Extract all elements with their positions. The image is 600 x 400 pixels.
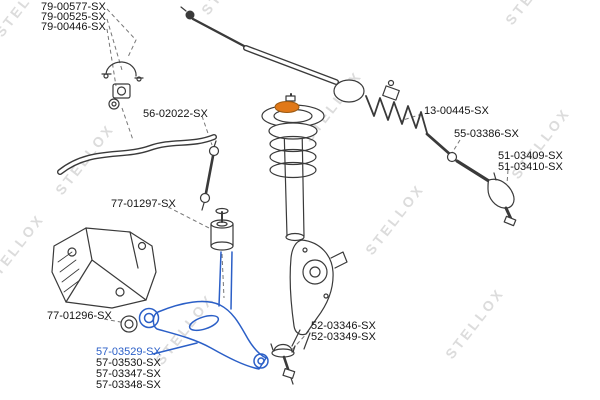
- part-label-55-03386[interactable]: 55-03386-SX: [454, 128, 519, 140]
- part-label-57-03348[interactable]: 57-03348-SX: [96, 379, 161, 391]
- strut-body: [283, 125, 305, 242]
- steering-rack: [180, 6, 400, 103]
- highlight-leader-line: [152, 342, 198, 355]
- strut-top-mount: [261, 93, 325, 128]
- part-label-13-00445[interactable]: 13-00445-SX: [424, 105, 489, 117]
- part-label-52-03346[interactable]: 52-03346-SX: [311, 320, 376, 332]
- stabilizer-bar: [57, 134, 217, 175]
- part-label-57-03529-selected[interactable]: 57-03529-SX: [96, 346, 161, 358]
- steering-knuckle: [289, 239, 348, 350]
- part-label-77-01297[interactable]: 77-01297-SX: [111, 198, 176, 210]
- rear-bushing: [210, 207, 234, 251]
- part-label-51-03409[interactable]: 51-03409-SX: [498, 150, 563, 162]
- part-label-57-03530[interactable]: 57-03530-SX: [96, 357, 161, 369]
- stabilizer-link: [199, 140, 220, 211]
- steering-rack-assembly: [180, 6, 517, 227]
- part-label-51-03410[interactable]: 51-03410-SX: [498, 161, 563, 173]
- part-label-79-00525[interactable]: 79-00525-SX: [41, 11, 106, 23]
- strut-assembly: [261, 93, 348, 350]
- part-label-56-02022[interactable]: 56-02022-SX: [143, 108, 208, 120]
- stabilizer-mount-parts: [101, 61, 144, 110]
- ball-joint: [270, 343, 296, 385]
- part-label-57-03347[interactable]: 57-03347-SX: [96, 368, 161, 380]
- subframe: [51, 227, 157, 309]
- inner-tie-rod: [425, 132, 494, 185]
- part-label-79-00446[interactable]: 79-00446-SX: [41, 21, 106, 33]
- front-bushing: [120, 315, 138, 333]
- part-label-79-00577[interactable]: 79-00577-SX: [41, 1, 106, 13]
- coil-spring: [268, 122, 318, 179]
- part-label-52-03349[interactable]: 52-03349-SX: [311, 331, 376, 343]
- tie-rod-end: [487, 172, 517, 227]
- control-arm: [138, 251, 269, 370]
- part-label-77-01296[interactable]: 77-01296-SX: [47, 310, 112, 322]
- rack-boot: [365, 95, 428, 134]
